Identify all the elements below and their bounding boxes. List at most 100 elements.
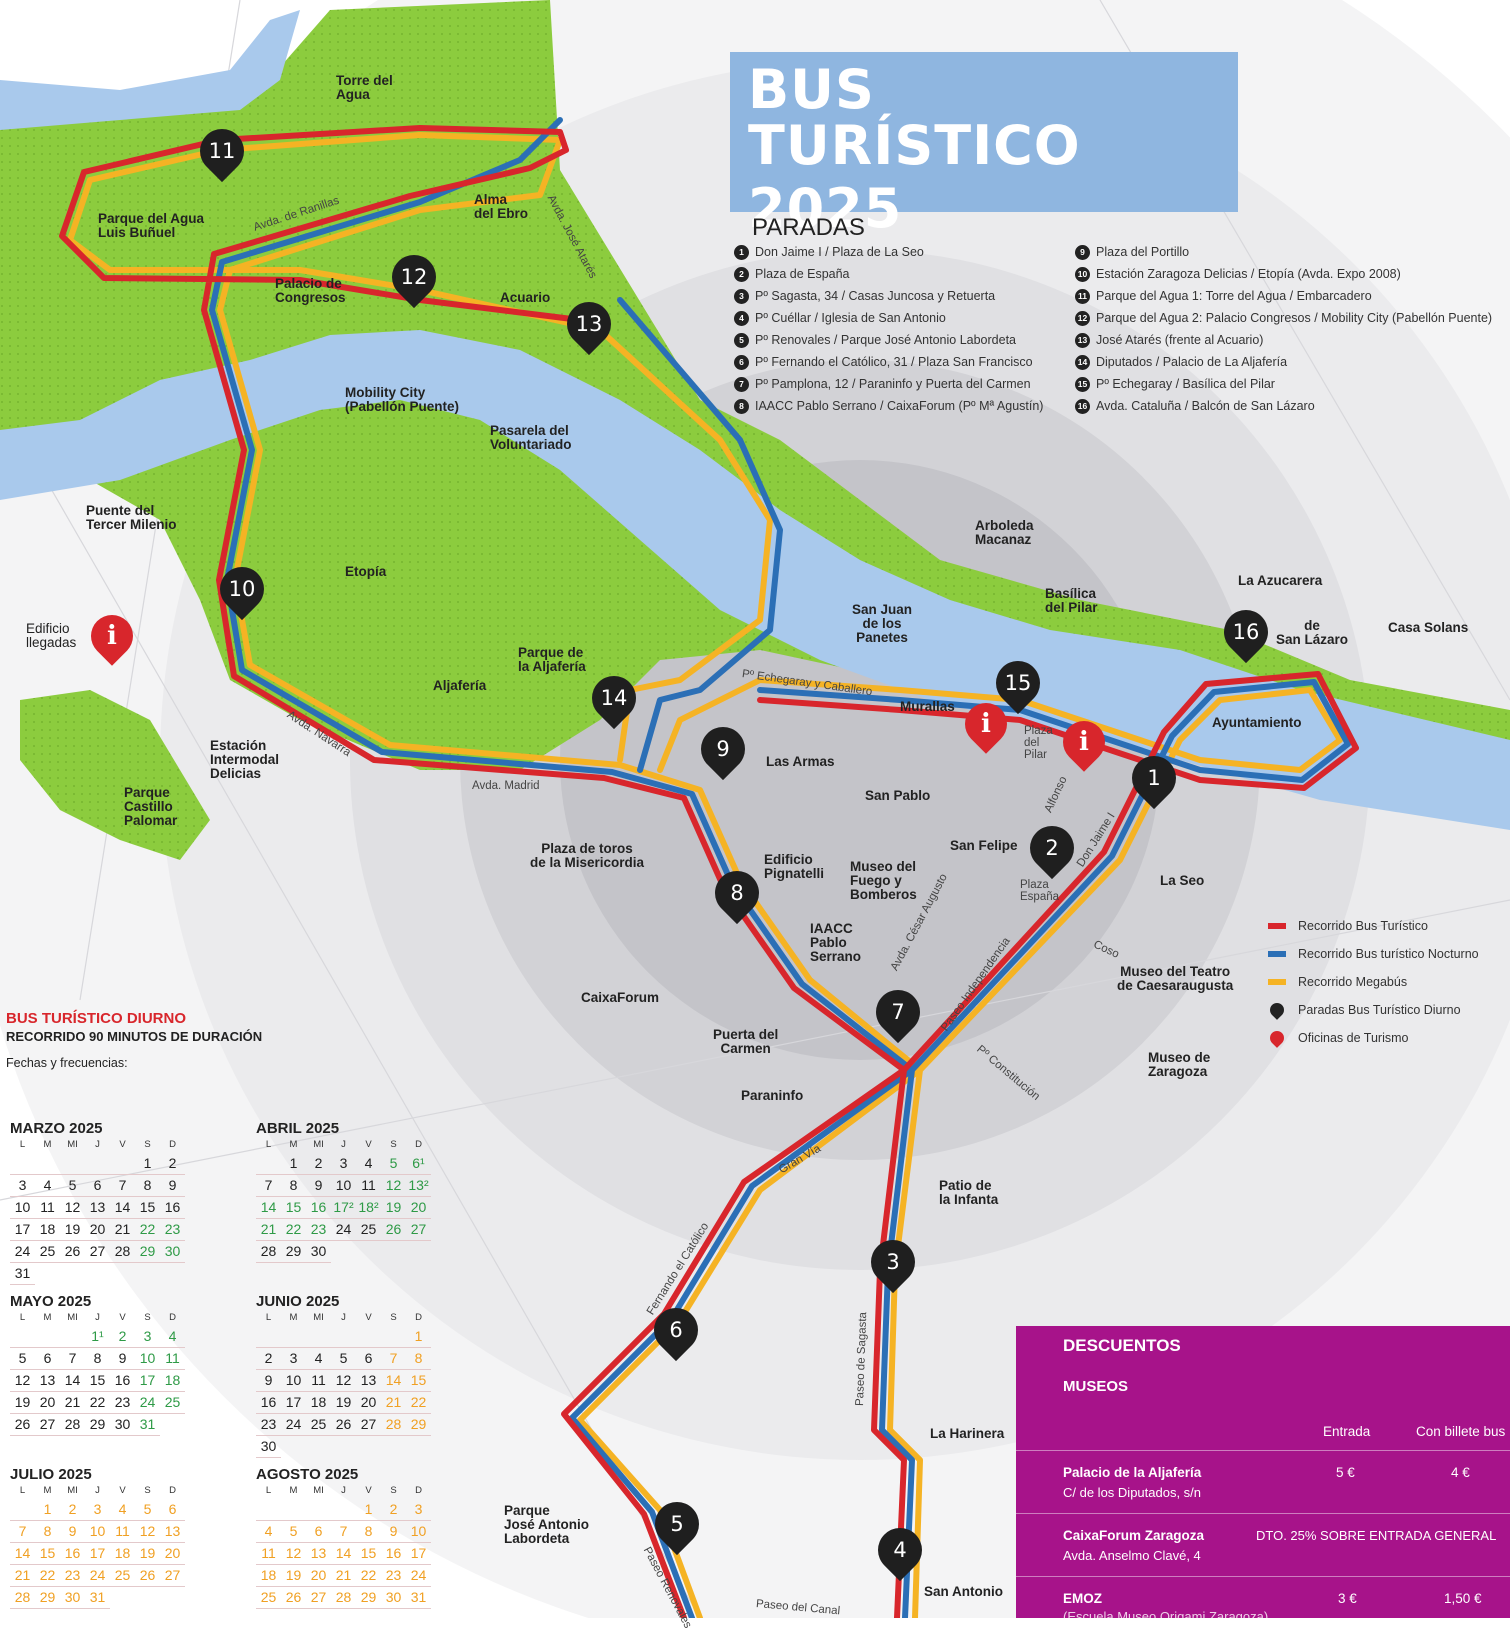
calendar-day: 26: [381, 1219, 406, 1241]
title-banner: BUS TURÍSTICO 2025: [730, 52, 1238, 240]
stop-label: Pº Renovales / Parque José Antonio Labor…: [755, 333, 1016, 347]
schedule-dates-label: Fechas y frecuencias:: [6, 1056, 128, 1070]
calendar-day: 1: [356, 1499, 381, 1521]
stop-pin-number: 8: [730, 881, 744, 905]
label-acuario: Acuario: [500, 290, 551, 305]
legend-item: Paradas Bus Turístico Diurno: [1267, 996, 1479, 1024]
label-puente-milenio: Puente del Tercer Milenio: [86, 503, 177, 532]
discount-address: C/ de los Diputados, s/n: [1063, 1485, 1202, 1500]
weekday-label: L: [19, 1485, 26, 1496]
stop-label: Plaza del Portillo: [1096, 245, 1190, 259]
stop-pin[interactable]: 3: [861, 1230, 925, 1294]
stop-pin[interactable]: 5: [645, 1492, 709, 1556]
calendar-day: 17: [406, 1543, 431, 1565]
label-san-pablo: San Pablo: [865, 788, 931, 803]
calendar-day: 9: [160, 1175, 185, 1197]
stop-number-badge: 5: [734, 332, 749, 348]
calendar-blank: [256, 1153, 281, 1175]
calendar-day: 19: [331, 1392, 356, 1414]
stop-pin[interactable]: 10: [210, 557, 274, 621]
calendar-day: 4: [356, 1153, 381, 1175]
stop-pin[interactable]: 13: [557, 292, 621, 356]
calendar-day: 21: [110, 1219, 135, 1241]
calendar-day: 22: [35, 1565, 60, 1587]
calendar-day: 30: [256, 1436, 281, 1458]
calendar-day: 11: [35, 1197, 60, 1219]
calendar-title: MAYO 2025: [10, 1293, 92, 1310]
tourist-office-pin[interactable]: i: [1054, 712, 1114, 772]
weekday-label: J: [341, 1312, 346, 1323]
stop-pin[interactable]: 11: [190, 119, 254, 183]
calendar-day: 25: [306, 1414, 331, 1436]
calendar-blank: [35, 1326, 60, 1348]
label-palacio-congresos: Palacio de Congresos: [275, 276, 346, 305]
calendar-day: 28: [381, 1414, 406, 1436]
weekday-label: M: [43, 1139, 52, 1150]
label-plaza-toros: Plaza de toros de la Misericordia: [530, 841, 645, 870]
stop-pin-number: 4: [893, 1538, 907, 1562]
stop-number-badge: 12: [1075, 310, 1090, 326]
calendar-day: 28: [10, 1587, 35, 1609]
calendar-day: 2: [306, 1153, 331, 1175]
stop-pin[interactable]: 4: [868, 1518, 932, 1582]
calendar-day: 12: [60, 1197, 85, 1219]
stop-pin[interactable]: 12: [382, 245, 446, 309]
weekday-label: V: [119, 1139, 126, 1150]
calendar-day: 3: [85, 1499, 110, 1521]
stop-pin-number: 10: [228, 577, 256, 601]
calendar-blank: [10, 1153, 35, 1175]
stop-number-badge: 15: [1075, 376, 1090, 392]
stop-pin[interactable]: 2: [1020, 816, 1084, 880]
calendar-day: 3: [10, 1175, 35, 1197]
stop-pin[interactable]: 14: [582, 666, 646, 730]
calendar-day: 28: [331, 1587, 356, 1609]
tourist-office-pin[interactable]: i: [956, 694, 1016, 754]
legend-label: Recorrido Bus Turístico: [1298, 919, 1428, 933]
tourist-office-pin[interactable]: i: [82, 606, 142, 666]
weekday-label: V: [365, 1139, 372, 1150]
label-las-armas: Las Armas: [766, 754, 835, 769]
stop-pin-number: 14: [600, 686, 628, 710]
calendar-day: 14: [256, 1197, 281, 1219]
stop-number-badge: 1: [734, 244, 749, 260]
weekday-label: L: [265, 1139, 272, 1150]
calendar-day: 5: [281, 1521, 306, 1543]
stop-pin[interactable]: 1: [1122, 746, 1186, 810]
calendar-day: 18: [110, 1543, 135, 1565]
calendar-day: 13²: [406, 1175, 431, 1197]
weekday-label: J: [95, 1139, 100, 1150]
calendar-blank: [281, 1326, 306, 1348]
stop-pin[interactable]: 16: [1214, 600, 1278, 664]
weekday-label: M: [43, 1312, 52, 1323]
discount-name: Palacio de la Aljafería: [1063, 1465, 1202, 1480]
calendar-day: 11: [256, 1543, 281, 1565]
calendar-day: 11: [306, 1370, 331, 1392]
stop-pin[interactable]: 7: [866, 980, 930, 1044]
calendar-day: 26: [135, 1565, 160, 1587]
calendar-day: 15: [281, 1197, 306, 1219]
stop-label: Parque del Agua 1: Torre del Agua / Emba…: [1096, 289, 1372, 303]
calendar-blank: [110, 1153, 135, 1175]
stop-pin[interactable]: 9: [691, 717, 755, 781]
label-ayuntamiento: Ayuntamiento: [1212, 715, 1302, 730]
stop-pin-number: 3: [886, 1250, 900, 1274]
stop-pin[interactable]: 8: [705, 861, 769, 925]
green-west-park: [20, 690, 210, 860]
label-museo-fuego: Museo del Fuego y Bomberos: [850, 859, 917, 902]
legend-item: Oficinas de Turismo: [1267, 1024, 1479, 1052]
weekday-label: MI: [313, 1312, 324, 1323]
stop-pin-number: 5: [670, 1512, 684, 1536]
discounts-col-billete: Con billete bus: [1416, 1424, 1506, 1439]
calendar-day: 28: [110, 1241, 135, 1263]
